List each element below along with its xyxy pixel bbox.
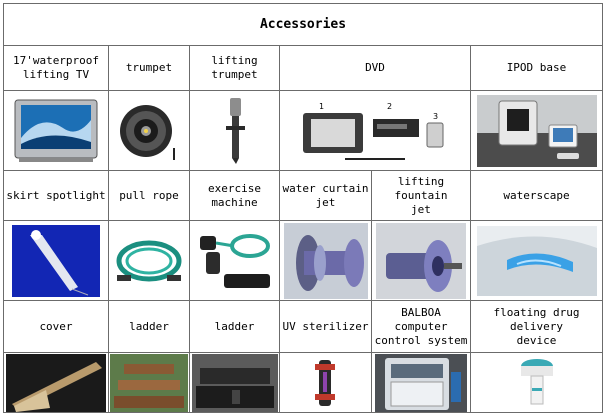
photo-lifting-tv bbox=[4, 91, 109, 171]
photo-uv-sterilizer bbox=[280, 353, 372, 412]
lifting-speaker-icon bbox=[225, 97, 245, 164]
label-waterscape: waterscape bbox=[471, 171, 602, 221]
label-exercise-machine: exercise machine bbox=[190, 171, 280, 221]
rope-icon bbox=[116, 240, 182, 281]
table-title: Accessories bbox=[259, 17, 347, 32]
label-skirt-spotlight: skirt spotlight bbox=[4, 171, 109, 221]
exercise-band-icon bbox=[199, 233, 270, 288]
speaker-icon bbox=[120, 104, 175, 160]
photo-ipod-base bbox=[471, 91, 602, 171]
accessories-table: Accessories 17'waterproof lifting TV tru… bbox=[3, 3, 603, 413]
label-water-curtain-jet: water curtain jet bbox=[280, 171, 372, 221]
photo-cover bbox=[4, 353, 109, 412]
label-balboa-control: BALBOA computer control system bbox=[372, 301, 471, 353]
label-trumpet: trumpet bbox=[109, 46, 190, 91]
photo-water-curtain-jet bbox=[280, 221, 372, 301]
photo-trumpet bbox=[109, 91, 190, 171]
photo-pull-rope bbox=[109, 221, 190, 301]
wood-steps-icon bbox=[110, 353, 188, 412]
label-cover: cover bbox=[4, 301, 109, 353]
dvd-marker-1: 1 bbox=[319, 102, 324, 111]
control-panel-icon bbox=[375, 353, 467, 412]
photo-lifting-trumpet bbox=[190, 91, 280, 171]
photo-dvd: 1 2 3 bbox=[280, 91, 471, 171]
label-ladder-2: ladder bbox=[190, 301, 280, 353]
photo-balboa-control bbox=[372, 353, 471, 412]
ipod-dock-icon bbox=[476, 94, 597, 167]
label-uv-sterilizer: UV sterilizer bbox=[280, 301, 372, 353]
spa-cover-icon bbox=[6, 353, 106, 412]
dvd-marker-2: 2 bbox=[387, 102, 392, 111]
label-dvd: DVD bbox=[280, 46, 471, 91]
label-ladder-1: ladder bbox=[109, 301, 190, 353]
photo-skirt-spotlight bbox=[4, 221, 109, 301]
spotlight-icon bbox=[12, 224, 100, 297]
label-lifting-fountain-jet: lifting fountain jet bbox=[372, 171, 471, 221]
dvd-marker-3: 3 bbox=[433, 112, 438, 121]
label-lifting-trumpet: lifting trumpet bbox=[190, 46, 280, 91]
uv-sterilizer-icon bbox=[314, 359, 335, 406]
photo-ladder-2 bbox=[190, 353, 280, 412]
table-title-row: Accessories bbox=[4, 4, 602, 46]
label-ipod-base: IPOD base bbox=[471, 46, 602, 91]
photo-waterscape bbox=[471, 221, 602, 301]
tv-icon bbox=[14, 99, 98, 162]
photo-lifting-fountain-jet bbox=[372, 221, 471, 301]
label-lifting-tv: 17'waterproof lifting TV bbox=[4, 46, 109, 91]
fountain-jet-icon bbox=[376, 222, 466, 299]
photo-floating-dispenser bbox=[471, 353, 602, 412]
photo-ladder-1 bbox=[109, 353, 190, 412]
floating-dispenser-icon bbox=[520, 358, 553, 404]
label-floating-dispenser: floating drug delivery device bbox=[471, 301, 602, 353]
dvd-unit-icon: 1 2 3 bbox=[303, 102, 444, 160]
label-pull-rope: pull rope bbox=[109, 171, 190, 221]
water-curtain-jet-icon bbox=[283, 222, 368, 299]
storage-steps-icon bbox=[191, 353, 278, 412]
waterscape-icon bbox=[476, 225, 597, 296]
photo-exercise-machine bbox=[190, 221, 280, 301]
